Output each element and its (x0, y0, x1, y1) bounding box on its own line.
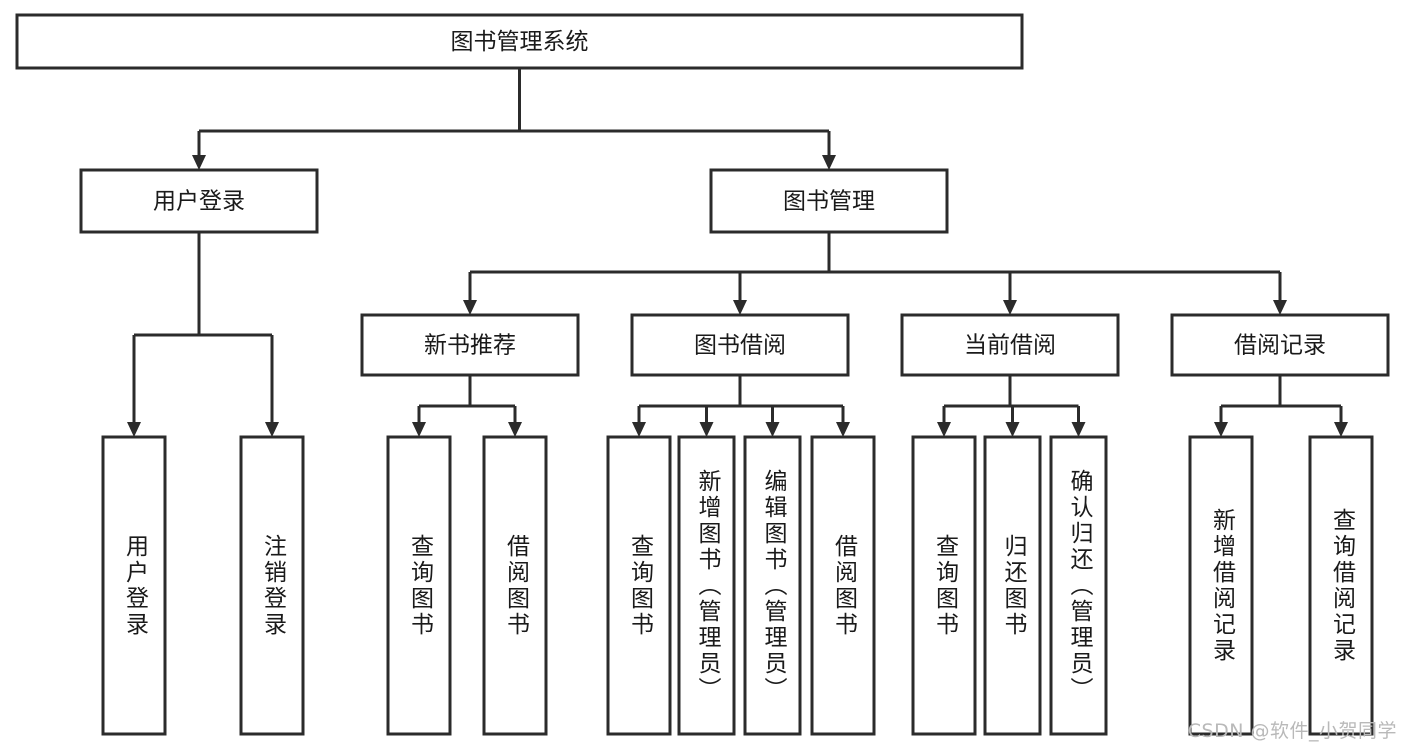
edge-drop-add-book-admin-arrowhead (699, 422, 714, 437)
node-box-query-borrow-record[interactable] (1308, 435, 1374, 736)
node-box-confirm-return-admin[interactable] (1049, 435, 1108, 736)
edge-drop-book-manage-arrowhead (822, 155, 836, 170)
node-box-add-borrow-record[interactable] (1188, 435, 1254, 736)
node-box-query-book-1[interactable] (386, 435, 452, 736)
node-box-root[interactable] (15, 13, 1024, 70)
edge-drop-new-book-recommend-arrowhead (463, 300, 477, 315)
node-box-layer (15, 13, 1390, 736)
edge-drop-return-book-arrowhead (1005, 422, 1020, 437)
node-box-query-book-3[interactable] (911, 435, 977, 736)
node-box-user-logout[interactable] (239, 435, 305, 736)
connector-layer (127, 68, 1348, 437)
node-box-add-book-admin[interactable] (677, 435, 736, 736)
node-box-current-borrow[interactable] (900, 313, 1120, 377)
node-label-new-book-recommend: 新书推荐 (424, 333, 516, 359)
node-box-borrow-book-1[interactable] (482, 435, 548, 736)
edge-drop-user-logout-arrowhead (265, 422, 279, 437)
edge-drop-borrow-book-1-arrowhead (508, 422, 522, 437)
node-label-borrow-record: 借阅记录 (1234, 333, 1326, 359)
edge-drop-user-login-arrowhead (192, 155, 206, 170)
node-label-user-login: 用户登录 (153, 189, 245, 215)
edge-drop-borrow-record-arrowhead (1273, 300, 1287, 315)
edge-drop-edit-book-admin-arrowhead (765, 422, 780, 437)
edge-drop-current-borrow-arrowhead (1003, 300, 1017, 315)
node-label-current-borrow: 当前借阅 (964, 333, 1056, 359)
edge-drop-query-borrow-record-arrowhead (1334, 422, 1348, 437)
node-label-book-borrow: 图书借阅 (694, 333, 786, 359)
node-box-user-login[interactable] (79, 168, 319, 234)
edge-drop-book-borrow-arrowhead (733, 300, 747, 315)
edge-drop-confirm-return-admin-arrowhead (1071, 422, 1086, 437)
node-box-user-login-do[interactable] (101, 435, 167, 736)
node-label-book-manage: 图书管理 (783, 189, 875, 215)
node-label-root: 图书管理系统 (451, 29, 589, 55)
watermark: CSDN @软件_小贺同学 (1187, 720, 1397, 742)
edge-drop-query-book-2-arrowhead (632, 422, 646, 437)
node-box-return-book[interactable] (983, 435, 1042, 736)
node-box-book-manage[interactable] (709, 168, 949, 234)
node-box-query-book-2[interactable] (606, 435, 672, 736)
edge-drop-add-borrow-record-arrowhead (1214, 422, 1228, 437)
node-box-edit-book-admin[interactable] (743, 435, 802, 736)
node-box-book-borrow[interactable] (630, 313, 850, 377)
edge-drop-query-book-1-arrowhead (412, 422, 426, 437)
edge-drop-borrow-book-2-arrowhead (836, 422, 850, 437)
edge-drop-user-login-do-arrowhead (127, 422, 141, 437)
node-box-new-book-recommend[interactable] (360, 313, 580, 377)
edge-drop-query-book-3-arrowhead (937, 422, 951, 437)
node-box-borrow-record[interactable] (1170, 313, 1390, 377)
node-box-borrow-book-2[interactable] (810, 435, 876, 736)
